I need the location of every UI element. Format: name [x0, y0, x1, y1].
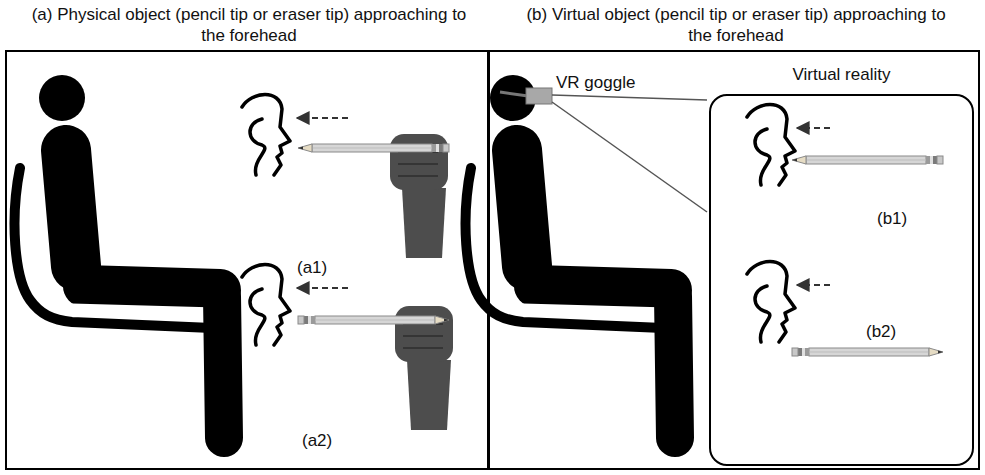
panel-label: (a2)	[302, 430, 332, 451]
panel-label: VR goggle	[556, 72, 635, 93]
panel-label: (b1)	[877, 208, 907, 229]
panel-frame: (b) Virtual object (pencil tip or eraser…	[488, 50, 980, 470]
panel-heading: Virtual reality	[711, 64, 972, 85]
panel-label: (b2)	[866, 321, 896, 342]
virtual-reality-box: Virtual reality(b1)(b2)	[709, 94, 974, 466]
panel-heading: (a) Physical object (pencil tip or erase…	[29, 4, 469, 46]
panel-frame: (a) Physical object (pencil tip or erase…	[5, 50, 489, 470]
panel-heading: (b) Virtual object (pencil tip or eraser…	[516, 4, 956, 46]
panel-label: (a1)	[297, 257, 327, 278]
